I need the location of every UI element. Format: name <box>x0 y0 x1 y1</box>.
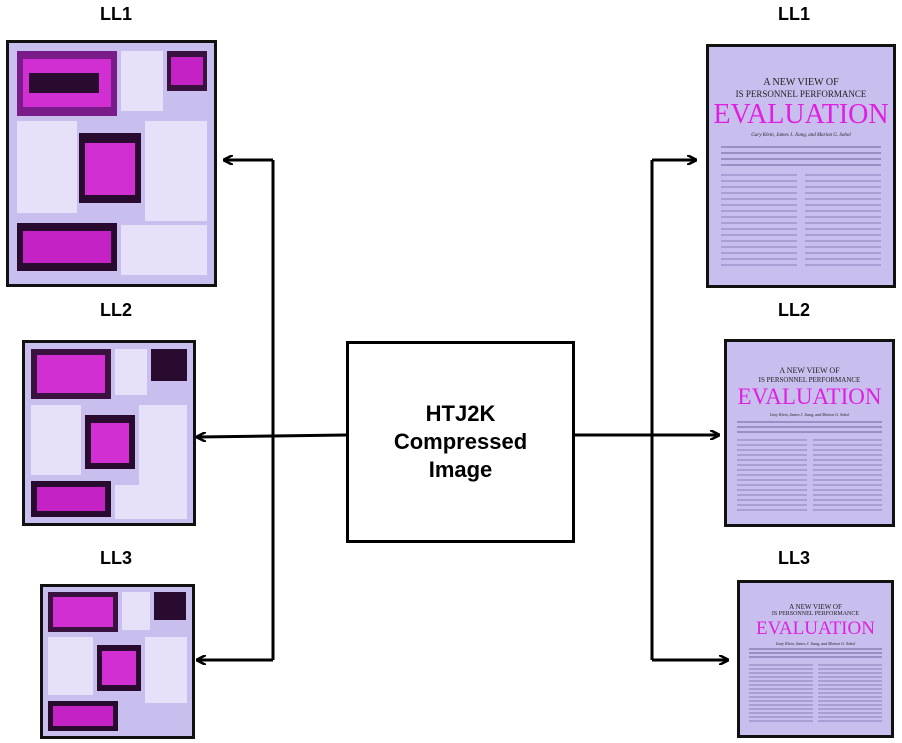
htj2k-compressed-image-box: HTJ2K Compressed Image <box>346 341 575 543</box>
article-text-lines <box>749 648 882 722</box>
magazine-page-image <box>43 587 192 736</box>
article-authors: Gary Klein, James J. Jiang, and Marion G… <box>775 641 856 646</box>
article-title-main: EVALUATION <box>713 99 889 130</box>
left-ll2-thumbnail <box>22 340 196 526</box>
article-title-line1: A NEW VIEW OF <box>763 77 839 88</box>
label-left-ll3: LL3 <box>99 548 132 568</box>
article-text-lines <box>721 146 881 266</box>
right-ll3-thumbnail: A NEW VIEW OF IS PERSONNEL PERFORMANCE E… <box>737 580 894 738</box>
article-title-line2: IS PERSONNEL PERFORMANCE <box>758 376 861 384</box>
label-left-ll2: LL2 <box>99 300 132 320</box>
left-ll3-thumbnail <box>40 584 195 739</box>
center-line-1: HTJ2K <box>425 401 496 426</box>
right-ll1-thumbnail: A NEW VIEW OF IS PERSONNEL PERFORMANCE E… <box>706 44 896 288</box>
center-line-3: Image <box>428 457 493 482</box>
article-text-lines <box>737 421 882 511</box>
article-title-line2: IS PERSONNEL PERFORMANCE <box>771 611 860 617</box>
label-right-ll3: LL3 <box>777 548 810 568</box>
article-authors: Gary Klein, James J. Jiang, and Marion G… <box>769 412 850 417</box>
magazine-page-image <box>25 343 193 523</box>
label-left-ll1: LL1 <box>99 4 132 24</box>
article-title-line2: IS PERSONNEL PERFORMANCE <box>735 89 867 99</box>
magazine-page-image <box>9 43 214 284</box>
article-authors: Gary Klein, James J. Jiang, and Marion G… <box>751 133 851 138</box>
right-ll2-thumbnail: A NEW VIEW OF IS PERSONNEL PERFORMANCE E… <box>724 339 895 527</box>
article-title-line1: A NEW VIEW OF <box>779 366 840 375</box>
label-right-ll2: LL2 <box>777 300 810 320</box>
article-title-main: EVALUATION <box>737 384 882 409</box>
left-ll1-thumbnail <box>6 40 217 287</box>
center-line-2: Compressed <box>393 429 528 454</box>
article-title-main: EVALUATION <box>756 618 875 639</box>
label-right-ll1: LL1 <box>777 4 810 24</box>
article-title-line1: A NEW VIEW OF <box>789 603 842 611</box>
